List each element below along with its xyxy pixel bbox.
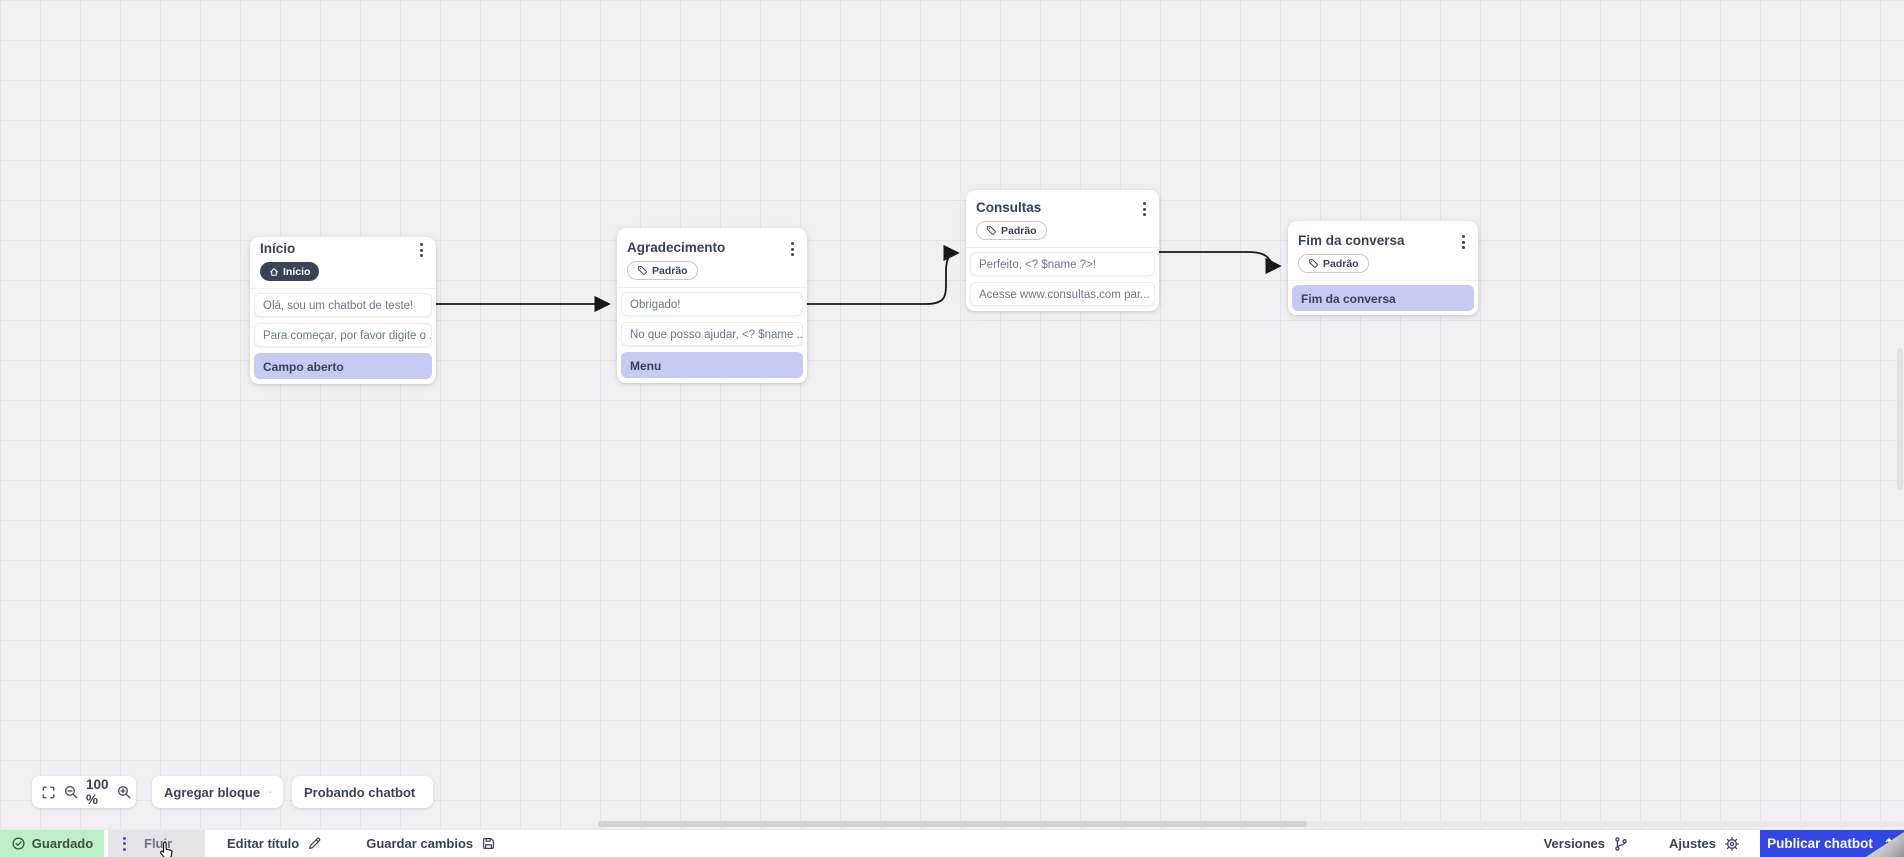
- message-bubble[interactable]: Obrigado!: [621, 292, 803, 316]
- tab-flow[interactable]: Fluir: [108, 830, 205, 857]
- node-type-badge: Início: [260, 262, 320, 281]
- zoom-out-button[interactable]: [63, 784, 79, 800]
- flow-canvas[interactable]: Início Início Olá, sou um chatbot de tes…: [0, 0, 1904, 829]
- message-bubble[interactable]: Olá, sou um chatbot de teste!: [254, 293, 432, 317]
- flow-node-fim-da-conversa[interactable]: Fim da conversa Padrão Fim da conversa: [1288, 221, 1478, 315]
- status-bar: Guardado Fluir Editar título Guardar cam…: [0, 829, 1904, 857]
- flow-node-inicio[interactable]: Início Início Olá, sou um chatbot de tes…: [250, 237, 436, 384]
- zoom-out-icon: [64, 785, 78, 799]
- node-title: Consultas: [976, 200, 1042, 215]
- publish-chatbot-button[interactable]: Publicar chatbot: [1760, 830, 1904, 857]
- flow-node-consultas[interactable]: Consultas Padrão Perfeito, <? $name ?>! …: [966, 190, 1159, 311]
- node-body: Fim da conversa: [1288, 280, 1478, 315]
- settings-button[interactable]: Ajustes: [1669, 830, 1740, 857]
- node-type-badge: Padrão: [1298, 254, 1369, 273]
- edit-title-label: Editar título: [227, 836, 300, 851]
- zoom-in-button[interactable]: [116, 784, 132, 800]
- flow-tab-label: Fluir: [144, 836, 173, 851]
- statusbar-spacer: [496, 830, 1543, 857]
- badge-label: Padrão: [1323, 257, 1359, 270]
- node-body: Obrigado! No que posso ajudar, <? $name …: [617, 287, 807, 383]
- node-title: Início: [260, 241, 296, 256]
- node-type-badge: Padrão: [976, 221, 1047, 240]
- flow-node-agradecimento[interactable]: Agradecimento Padrão Obrigado! No que po…: [617, 228, 807, 383]
- pencil-icon: [309, 837, 321, 849]
- tag-icon: [638, 266, 647, 275]
- node-header: Consultas Padrão: [966, 190, 1159, 247]
- node-menu-button[interactable]: [417, 241, 426, 259]
- action-block[interactable]: Campo aberto: [254, 353, 432, 379]
- node-header: Fim da conversa Padrão: [1288, 221, 1478, 280]
- flow-tab-menu-button[interactable]: [121, 835, 128, 853]
- node-menu-button[interactable]: [1459, 233, 1468, 251]
- versions-label: Versiones: [1543, 836, 1606, 851]
- message-bubble[interactable]: Acesse www.consultas.com par...: [970, 282, 1155, 306]
- node-menu-button[interactable]: [1140, 200, 1149, 218]
- badge-label: Início: [283, 265, 311, 278]
- test-chatbot-label: Probando chatbot: [304, 784, 416, 800]
- check-circle-icon: [12, 837, 25, 850]
- node-header: Início Início: [250, 237, 436, 288]
- save-icon: [483, 838, 495, 849]
- save-changes-button[interactable]: Guardar cambios: [366, 830, 496, 857]
- node-title: Agradecimento: [627, 240, 726, 255]
- message-bubble[interactable]: No que posso ajudar, <? $name ...: [621, 322, 803, 346]
- settings-label: Ajustes: [1669, 836, 1716, 851]
- versions-button[interactable]: Versiones: [1544, 830, 1629, 857]
- add-block-button[interactable]: Agregar bloque: [152, 776, 283, 808]
- message-bubble[interactable]: Para começar, por favor digite o ...: [254, 323, 432, 347]
- node-body: Olá, sou um chatbot de teste! Para começ…: [250, 288, 436, 384]
- node-title: Fim da conversa: [1298, 233, 1405, 248]
- gear-icon: [1724, 836, 1740, 851]
- node-body: Perfeito, <? $name ?>! Acesse www.consul…: [966, 247, 1159, 311]
- save-changes-label: Guardar cambios: [366, 836, 474, 851]
- node-header: Agradecimento Padrão: [617, 228, 807, 287]
- saved-status-badge: Guardado: [0, 830, 104, 857]
- saved-label: Guardado: [31, 836, 94, 851]
- fullscreen-icon: [42, 786, 55, 798]
- connection-lines: [436, 244, 1282, 313]
- fit-screen-button[interactable]: [41, 785, 56, 800]
- tag-icon: [987, 226, 996, 235]
- edit-title-button[interactable]: Editar título: [227, 830, 322, 857]
- test-chatbot-button[interactable]: Probando chatbot: [292, 776, 433, 808]
- badge-label: Padrão: [652, 264, 688, 277]
- message-bubble[interactable]: Perfeito, <? $name ?>!: [970, 252, 1155, 276]
- zoom-in-icon: [117, 785, 130, 799]
- badge-label: Padrão: [1001, 224, 1037, 237]
- node-menu-button[interactable]: [788, 240, 797, 258]
- publish-label: Publicar chatbot: [1767, 836, 1873, 851]
- horizontal-scrollbar-thumb[interactable]: [598, 821, 1307, 827]
- add-block-label: Agregar bloque: [164, 784, 261, 800]
- add-block-icon: [269, 791, 271, 793]
- zoom-level: 100 %: [86, 777, 109, 807]
- home-icon: [270, 267, 278, 276]
- zoom-controls: 100 %: [32, 776, 136, 808]
- vertical-scrollbar-thumb[interactable]: [1897, 348, 1903, 490]
- action-block[interactable]: Menu: [621, 352, 803, 378]
- node-type-badge: Padrão: [627, 261, 698, 280]
- tag-icon: [1309, 259, 1318, 268]
- branch-icon: [1615, 836, 1627, 851]
- action-block[interactable]: Fim da conversa: [1292, 285, 1474, 311]
